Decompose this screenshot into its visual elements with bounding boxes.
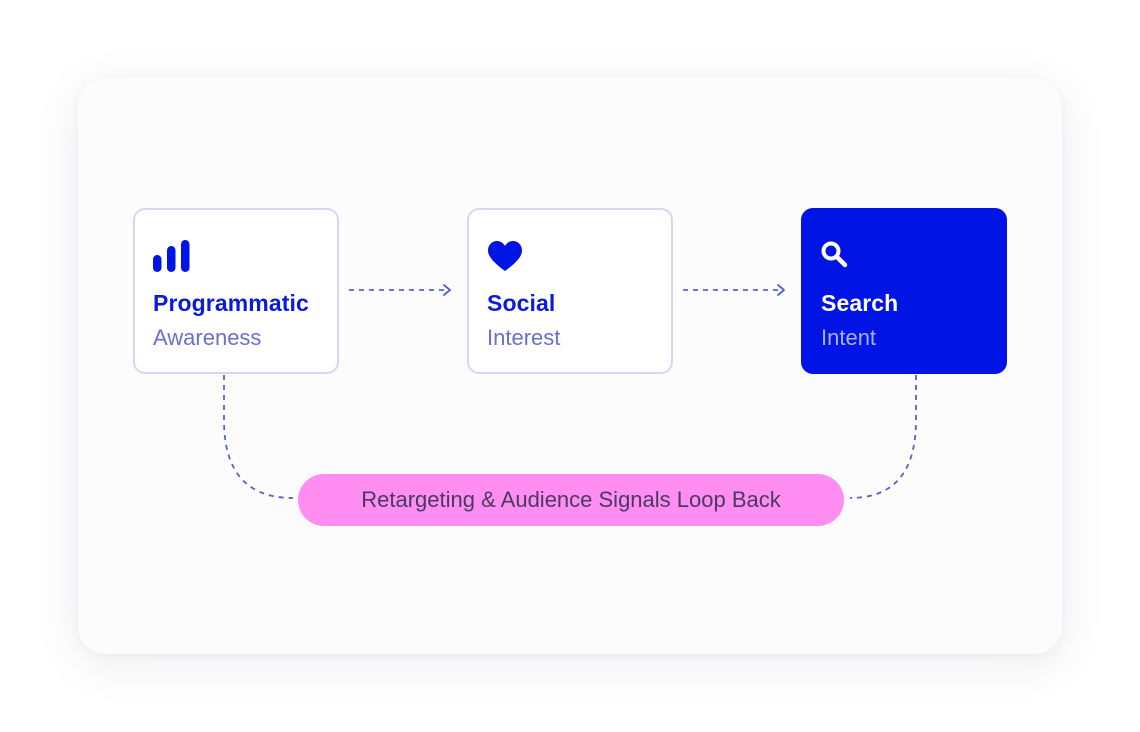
- node-title: Search: [821, 290, 899, 316]
- loop-back-label: Retargeting & Audience Signals Loop Back: [298, 474, 844, 526]
- node-title: Programmatic: [153, 290, 309, 316]
- node-search: Search Intent: [801, 208, 1007, 374]
- search-icon: [821, 241, 848, 268]
- node-subtitle: Interest: [487, 325, 561, 350]
- node-social: Social Interest: [467, 208, 673, 374]
- node-subtitle: Intent: [821, 325, 877, 350]
- node-title: Social: [487, 290, 556, 316]
- heart-icon: [488, 241, 522, 271]
- bar-chart-icon: [153, 240, 190, 272]
- node-programmatic: Programmatic Awareness: [133, 208, 339, 374]
- node-subtitle: Awareness: [153, 325, 262, 350]
